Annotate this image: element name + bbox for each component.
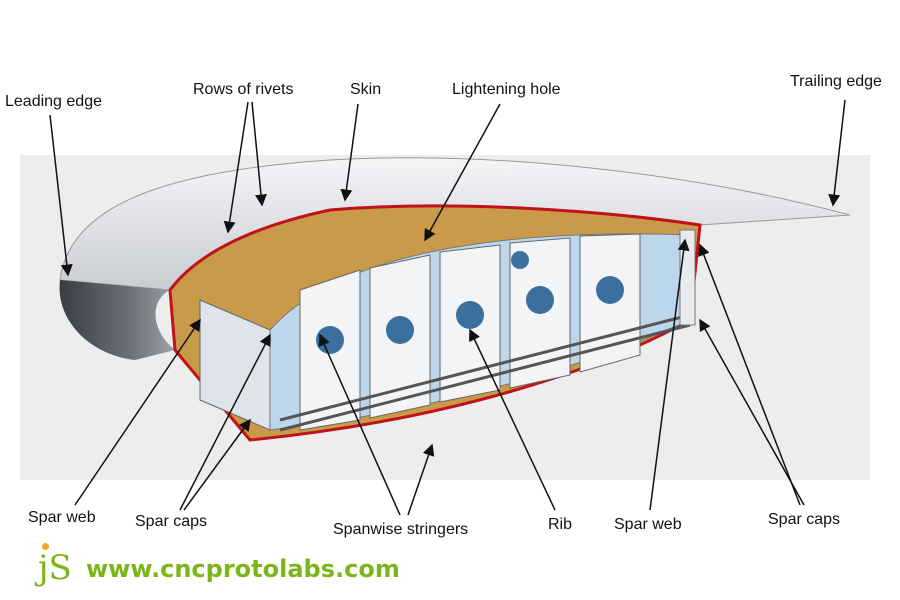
brand-logo: jS [38, 548, 72, 588]
label-rows-of-rivets: Rows of rivets [193, 81, 294, 98]
label-spanwise-stringers: Spanwise stringers [333, 521, 469, 538]
label-lightening-hole: Lightening hole [452, 81, 561, 98]
label-leading-edge: Leading edge [5, 93, 102, 110]
label-spar-web-left: Spar web [28, 509, 96, 526]
label-spar-web-right: Spar web [614, 516, 682, 533]
label-skin: Skin [350, 81, 382, 98]
leading-edge-nose [59, 280, 176, 360]
lightening-holes [316, 251, 624, 354]
callout-arrows [49, 99, 846, 516]
logo-dot [42, 543, 49, 550]
label-rib: Rib [548, 516, 573, 533]
stringers [279, 313, 691, 432]
label-spar-caps-right: Spar caps [768, 511, 841, 528]
label-spar-caps-left: Spar caps [135, 513, 208, 530]
brand-url: www.cncprotolabs.com [86, 555, 400, 583]
rear-spar-web [679, 229, 696, 326]
label-trailing-edge: Trailing edge [790, 73, 882, 90]
